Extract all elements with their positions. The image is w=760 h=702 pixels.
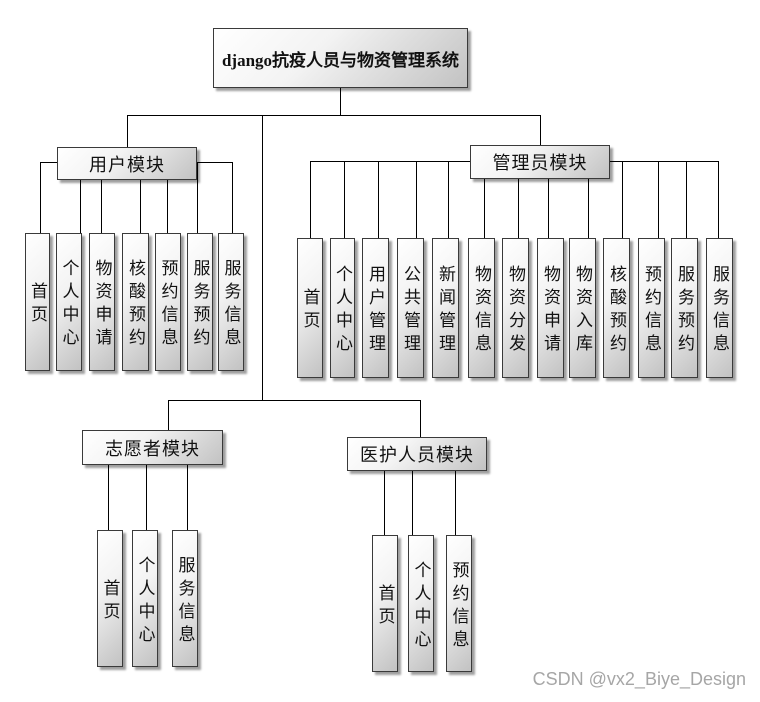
volunteer-item-service-info: 服务信息 (172, 530, 198, 667)
admin-item-home: 首页 (297, 238, 323, 378)
admin-item-personal-center: 个人中心 (330, 238, 355, 378)
admin-item-service-info: 服务信息 (706, 238, 733, 378)
medical-item-booking-info: 预约信息 (446, 535, 472, 672)
user-module-box: 用户模块 (57, 147, 197, 180)
system-root-box: django抗疫人员与物资管理系统 (213, 28, 468, 88)
trunk-connectors (127, 88, 541, 437)
admin-item-public-management: 公共管理 (397, 238, 424, 378)
user-item-service-info: 服务信息 (218, 233, 244, 371)
user-item-personal-center: 个人中心 (56, 233, 82, 371)
volunteer-module-box: 志愿者模块 (82, 430, 223, 465)
admin-item-supply-application: 物资申请 (537, 238, 564, 378)
user-item-booking-info: 预约信息 (155, 233, 181, 371)
admin-item-supply-distribution: 物资分发 (502, 238, 529, 378)
admin-item-supply-info: 物资信息 (468, 238, 495, 378)
volunteer-item-personal-center: 个人中心 (132, 530, 158, 667)
admin-item-booking-info: 预约信息 (638, 238, 665, 378)
admin-item-news-management: 新闻管理 (432, 238, 459, 378)
admin-item-nucleic-acid-booking: 核酸预约 (603, 238, 630, 378)
admin-item-user-management: 用户管理 (362, 238, 389, 378)
admin-item-supply-warehousing: 物资入库 (569, 238, 596, 378)
user-item-home: 首页 (25, 233, 50, 371)
watermark: CSDN @vx2_Biye_Design (532, 669, 746, 689)
user-item-nucleic-acid-booking: 核酸预约 (122, 233, 149, 371)
user-item-service-booking: 服务预约 (187, 233, 213, 371)
volunteer-item-home: 首页 (97, 530, 123, 667)
admin-module-box: 管理员模块 (470, 145, 610, 179)
medical-item-personal-center: 个人中心 (408, 535, 434, 672)
medical-item-home: 首页 (372, 535, 398, 672)
user-item-supply-application: 物资申请 (89, 233, 115, 371)
medical-staff-module-box: 医护人员模块 (347, 437, 487, 471)
admin-item-service-booking: 服务预约 (671, 238, 698, 378)
